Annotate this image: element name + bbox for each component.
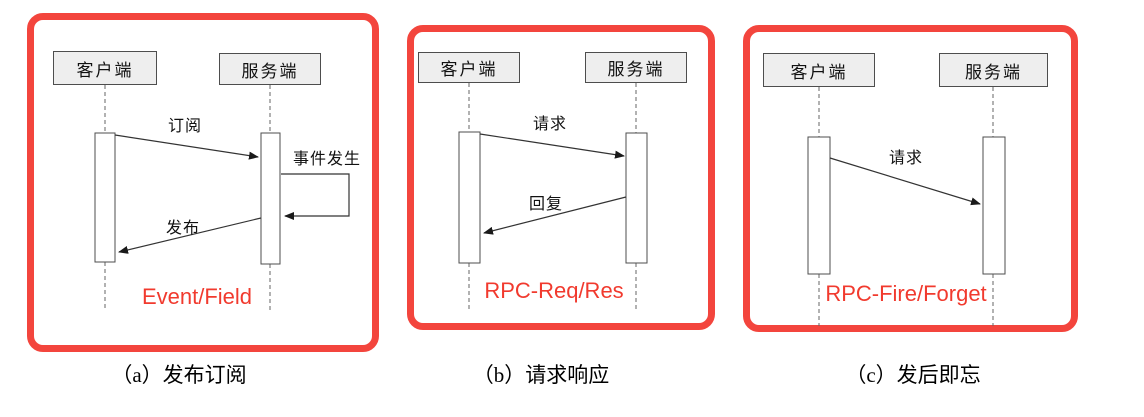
panel-a-server-activation [260, 132, 281, 265]
reply-label: 回复 [528, 196, 563, 213]
panel-b-pattern-label: RPC-Req/Res [484, 278, 624, 303]
panel-a-lifelines [104, 85, 271, 310]
panel-a-frame [27, 13, 379, 352]
panel-a-client-activation [94, 132, 116, 263]
request-label-c: 请求 [888, 150, 923, 167]
panel-b-lifelines [468, 83, 637, 310]
panel-c-server-activation [982, 136, 1006, 275]
panel-c-frame [743, 25, 1078, 332]
panel-a-caption: （a）发布订阅 [111, 363, 247, 387]
panel-b-client-box: 客户端 [418, 52, 520, 83]
publish-label: 发布 [165, 220, 200, 237]
panel-b-caption: （b）请求响应 [472, 363, 610, 387]
reply-arrow [483, 196, 627, 235]
panel-b-client-activation [458, 131, 481, 264]
event-label: 事件发生 [292, 151, 361, 168]
panel-c-client-box: 客户端 [763, 53, 875, 87]
panel-b-frame [407, 25, 715, 330]
panel-c-lifelines [818, 87, 994, 326]
event-self-message [281, 173, 350, 220]
panel-c-server-box: 服务端 [939, 53, 1048, 87]
subscribe-label: 订阅 [167, 118, 202, 135]
panel-a-server-box: 服务端 [219, 53, 321, 85]
panel-c-caption: （c）发后即忘 [845, 363, 981, 387]
panel-a-pattern-label: Event/Field [141, 284, 253, 309]
publish-arrow [118, 217, 262, 254]
panel-b-messages [479, 133, 627, 235]
request-label-b: 请求 [532, 116, 567, 133]
subscribe-arrow [114, 134, 259, 160]
panel-a-client-box: 客户端 [53, 51, 157, 85]
panel-b-server-activation [625, 132, 648, 264]
panel-c-activations [807, 136, 1006, 275]
panel-c-pattern-label: RPC-Fire/Forget [825, 281, 987, 306]
panel-c-messages [829, 157, 981, 206]
panel-b-server-box: 服务端 [585, 52, 687, 83]
panel-c-client-activation [807, 136, 831, 275]
request-arrow-c [829, 157, 981, 206]
panel-b-activations [458, 131, 648, 264]
panel-a-messages [114, 134, 350, 254]
panel-a-activations [94, 132, 281, 265]
request-arrow-b [479, 133, 625, 159]
